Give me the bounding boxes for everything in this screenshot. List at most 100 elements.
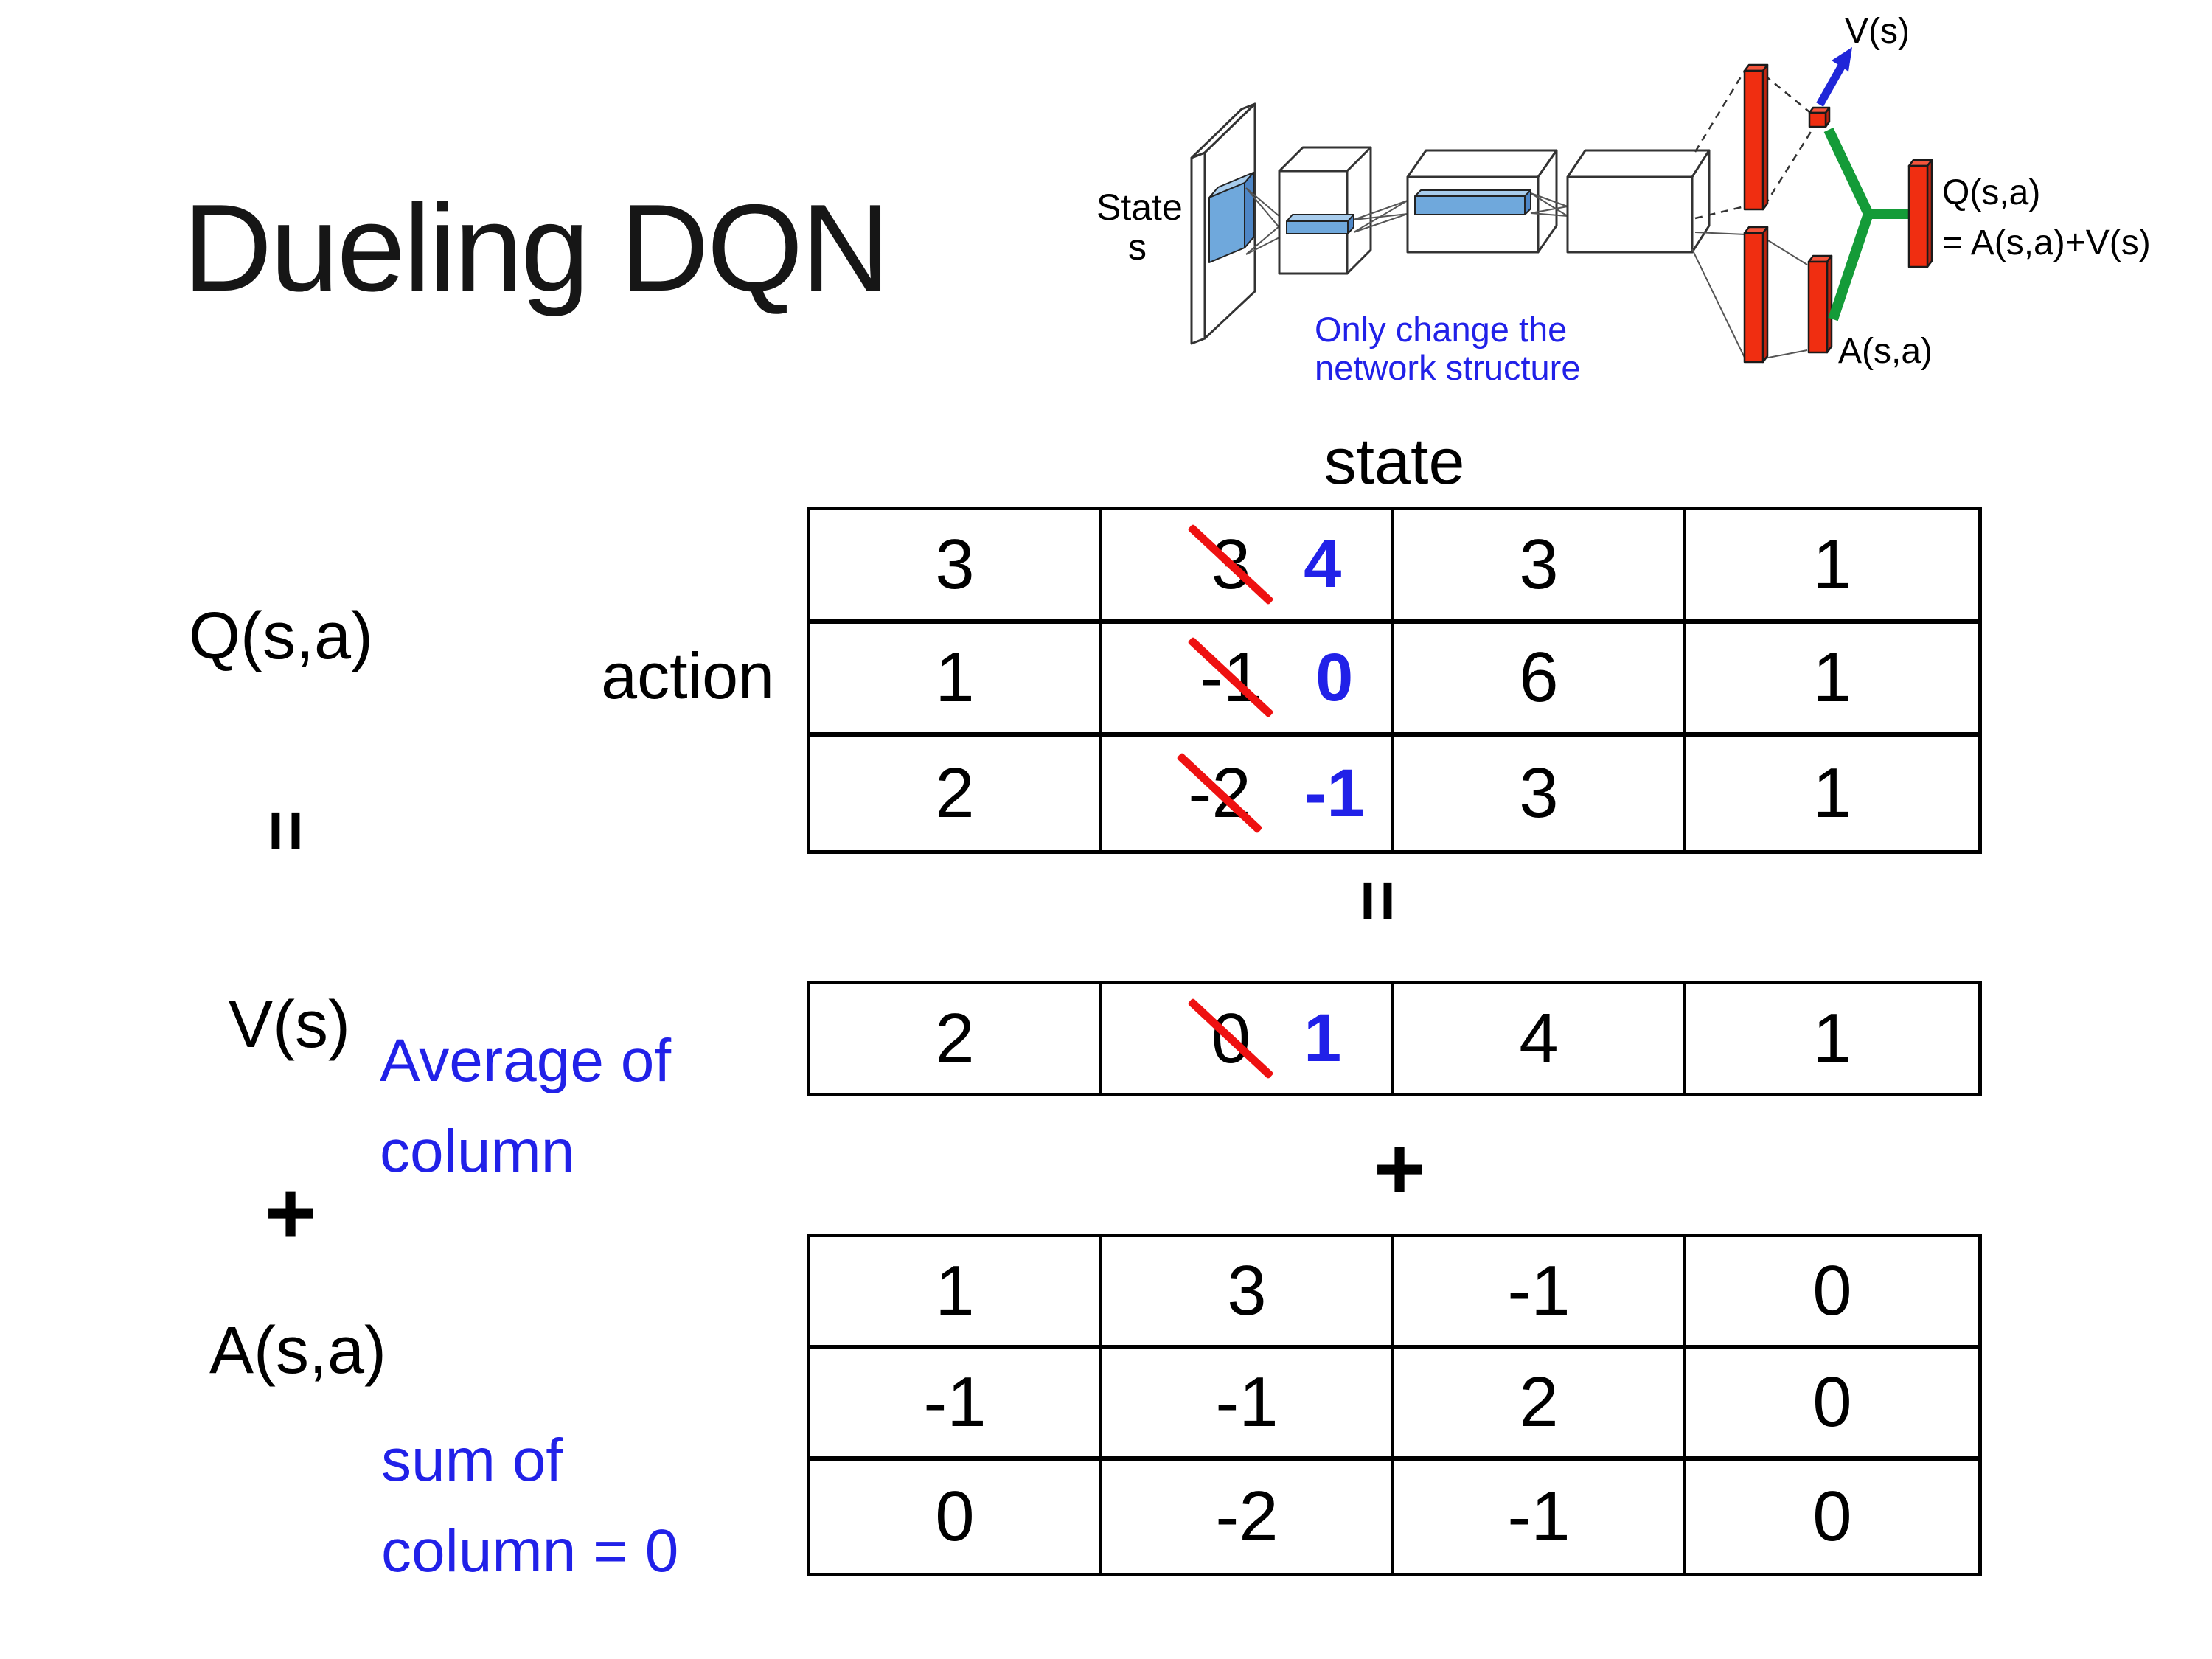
cell-value: 2: [935, 998, 975, 1078]
cell-value: 2: [935, 754, 975, 833]
cell-value: 2: [1519, 1363, 1559, 1442]
action-axis-label: action: [601, 639, 774, 712]
cell-value: 0: [1812, 1363, 1852, 1442]
cell-value: 1: [1812, 998, 1852, 1078]
cell-value: 3: [1227, 1251, 1267, 1330]
table-cell: -2: [1102, 1461, 1394, 1573]
crossed-out-value: -2: [1176, 752, 1263, 834]
fc-box-top: [1566, 149, 1711, 178]
state-axis-label: state: [1324, 425, 1465, 498]
corrected-value: 1: [1304, 1001, 1342, 1076]
conv-box-1-side: [1346, 146, 1372, 275]
table-cell: 3: [1102, 1237, 1394, 1349]
table-cell: 0: [1686, 1237, 1978, 1349]
cell-value: 0: [935, 1477, 975, 1557]
table-cell: 4: [1394, 984, 1686, 1093]
table-cell: 3: [1394, 510, 1686, 624]
value-hidden-bar: [1743, 69, 1764, 211]
value-scalar-node: [1808, 111, 1827, 128]
sum-note-line1: sum of: [381, 1427, 563, 1494]
feature-slab-2: [1414, 195, 1526, 215]
cell-value: -1: [1507, 1477, 1571, 1557]
table-cell: 2: [810, 737, 1102, 850]
v-vector-label: V(s): [229, 988, 350, 1062]
plus-sign-left: +: [264, 1164, 317, 1262]
table-cell: 1: [1686, 510, 1978, 624]
table-cell: 1: [810, 1237, 1102, 1349]
table-cell: -1: [1394, 1461, 1686, 1573]
input-patch-side: [1244, 172, 1254, 248]
corrected-value: -1: [1304, 755, 1365, 831]
corrected-value: 4: [1304, 526, 1342, 602]
table-cell: 2: [810, 984, 1102, 1093]
table-cell: 3: [1394, 737, 1686, 850]
combine-link: [1823, 128, 1874, 321]
diagram-v-label: V(s): [1845, 12, 1910, 51]
dueling-network-diagram: V(s) State s Q(s,a) = A(s,a)+V(s) A(s,a)…: [1096, 12, 2151, 387]
v-arrow: [1816, 63, 1846, 107]
diagram-state-label: State: [1096, 187, 1183, 228]
cell-value: 0: [1812, 1477, 1852, 1557]
fc-box: [1566, 175, 1694, 254]
cell-value: 0: [1812, 1251, 1852, 1330]
input-patch: [1208, 182, 1245, 263]
diagram-state-s-label: s: [1128, 226, 1147, 268]
avg-note-line2: column: [380, 1118, 575, 1185]
cell-value: 6: [1519, 638, 1559, 717]
diagram-q-formula: = A(s,a)+V(s): [1942, 223, 2151, 262]
diagram-note-line2: network structure: [1315, 348, 1580, 387]
corrected-cell: -1 0: [1187, 636, 1354, 719]
table-cell: 0: [1686, 1349, 1978, 1461]
table-cell: 6: [1394, 623, 1686, 737]
table-cell: 3: [810, 510, 1102, 624]
table-cell: 2: [1394, 1349, 1686, 1461]
crossed-out-value: -1: [1187, 636, 1275, 719]
cell-value: 1: [1812, 524, 1852, 604]
table-cell: 34: [1102, 510, 1394, 624]
cell-value: 1: [935, 1251, 975, 1330]
cell-value: 3: [1519, 524, 1559, 604]
cell-value: -1: [1507, 1251, 1571, 1330]
corrected-cell: -2 -1: [1176, 752, 1365, 834]
input-plane-side: [1190, 151, 1206, 345]
avg-note-line1: Average of: [380, 1027, 672, 1094]
cell-value: 3: [1519, 754, 1559, 833]
advantage-output-bar: [1807, 260, 1829, 354]
conv-box-2-top: [1406, 149, 1558, 178]
sum-of-column-note: sum of column = 0: [381, 1415, 678, 1596]
diagram-note-line1: Only change the: [1315, 310, 1567, 349]
a-matrix-label: A(s,a): [209, 1314, 387, 1388]
corrected-cell: 01: [1187, 997, 1342, 1079]
table-cell: -2 -1: [1102, 737, 1394, 850]
table-cell: -1 0: [1102, 623, 1394, 737]
cell-value: -1: [923, 1363, 987, 1442]
q-output-bar: [1907, 164, 1929, 268]
cell-value: 3: [935, 524, 975, 604]
equals-sign-center: =: [1337, 879, 1419, 923]
q-matrix-label: Q(s,a): [189, 599, 374, 673]
table-cell: 1: [810, 623, 1102, 737]
corrected-value: 0: [1315, 639, 1354, 715]
plus-sign-center: +: [1373, 1119, 1426, 1218]
table-cell: 0: [810, 1461, 1102, 1573]
cell-value: 4: [1519, 998, 1559, 1078]
table-cell: -1: [1102, 1349, 1394, 1461]
table-cell: 01: [1102, 984, 1394, 1093]
table-cell: -1: [1394, 1237, 1686, 1349]
v-arrow-head: [1832, 47, 1852, 72]
table-cell: 1: [1686, 624, 1978, 737]
diagram-a-label: A(s,a): [1838, 332, 1933, 371]
feature-slab-1: [1286, 220, 1349, 234]
cell-value: 1: [935, 638, 975, 717]
v-value-row: 2 01 4 1: [807, 981, 1982, 1096]
corrected-cell: 34: [1187, 524, 1342, 605]
feature-slab-1-top: [1286, 214, 1354, 222]
sum-note-line2: column = 0: [381, 1517, 679, 1585]
cell-value: 1: [1812, 754, 1852, 833]
table-cell: 1: [1686, 737, 1978, 850]
table-cell: -1: [810, 1349, 1102, 1461]
table-cell: 1: [1686, 984, 1978, 1093]
diagram-q-label: Q(s,a): [1942, 173, 2040, 212]
